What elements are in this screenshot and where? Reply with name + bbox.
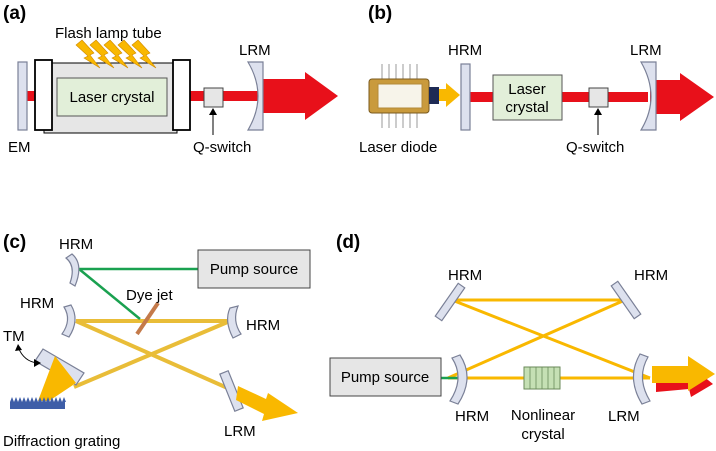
- output-arrow: [650, 73, 714, 121]
- dye-jet-label: Dye jet: [126, 287, 174, 304]
- hrm-left-label: HRM: [20, 295, 54, 312]
- laser-diode-label: Laser diode: [359, 139, 437, 156]
- q-switch-label: Q-switch: [566, 139, 624, 156]
- lrm-label: LRM: [608, 408, 640, 425]
- crystal-stripes: [529, 367, 555, 389]
- high-reflectance-mirror-top: [64, 253, 80, 287]
- panel-b-label: (b): [368, 3, 392, 24]
- diode-output-arrow: [439, 83, 460, 107]
- laser-crystal-label: Laser crystal: [69, 89, 154, 106]
- pump-source-label: Pump source: [210, 261, 298, 278]
- high-reflectance-mirror: [460, 63, 471, 131]
- panel-c: (c) Pump source HRM HRM HRM Dye jet: [3, 232, 311, 450]
- output-arrow-yellow: [652, 356, 715, 391]
- low-reflectance-mirror: [219, 369, 244, 413]
- panel-d: (d) Pump source HRM HRM HRM: [329, 232, 715, 443]
- laser-crystal-label-1: Laser: [508, 81, 546, 98]
- hrm-bottom-left-label: HRM: [455, 408, 489, 425]
- high-reflectance-mirror-top-left: [434, 282, 466, 322]
- rotation-arrowhead-icon: [15, 344, 22, 351]
- q-switch-pointer-head: [594, 108, 602, 115]
- laser-crystal: [56, 77, 168, 117]
- ring-beam-path: [73, 319, 233, 392]
- laser-diode: [368, 64, 439, 128]
- q-switch: [203, 87, 224, 108]
- panel-d-label: (d): [336, 232, 360, 253]
- rotation-arrowhead-icon: [34, 359, 41, 367]
- flash-lamp-bolts: [75, 39, 157, 69]
- chamber-end-left: [34, 59, 53, 131]
- ring-beam-path: [447, 298, 651, 380]
- pump-source: [329, 357, 442, 397]
- lrm-label: LRM: [239, 42, 271, 59]
- hrm-top-right-label: HRM: [634, 267, 668, 284]
- high-reflectance-mirror-bottom-left: [449, 354, 468, 405]
- laser-crystal: [492, 74, 563, 121]
- lrm-label: LRM: [224, 423, 256, 440]
- high-reflectance-mirror-top-right: [610, 280, 642, 320]
- q-switch-label: Q-switch: [193, 139, 251, 156]
- panel-c-label: (c): [3, 232, 26, 253]
- hrm-label: HRM: [448, 42, 482, 59]
- low-reflectance-mirror: [632, 353, 651, 405]
- q-switch-pointer-head: [209, 108, 217, 115]
- em-label: EM: [8, 139, 31, 156]
- panel-a-label: (a): [3, 3, 26, 24]
- pump-source-label: Pump source: [341, 369, 429, 386]
- nonlinear-crystal-label-2: crystal: [521, 426, 564, 443]
- q-switch: [588, 87, 609, 108]
- hrm-top-left-label: HRM: [448, 267, 482, 284]
- low-reflectance-mirror: [639, 61, 657, 131]
- panel-b: (b) Laser diode HRM Laser crystal: [359, 3, 714, 156]
- laser-crystal-label-2: crystal: [505, 99, 548, 116]
- high-reflectance-mirror-right: [227, 305, 242, 339]
- panel-a: (a) Flash lamp tube Laser crystal Q-swit…: [3, 3, 338, 156]
- chamber-end-right: [172, 59, 191, 131]
- high-reflectance-mirror-left: [61, 304, 76, 338]
- lrm-label: LRM: [630, 42, 662, 59]
- diffracted-beam: [38, 356, 76, 401]
- nonlinear-crystal-label-1: Nonlinear: [511, 407, 575, 424]
- flash-lamp-label: Flash lamp tube: [55, 25, 162, 42]
- output-arrow: [236, 386, 298, 421]
- low-reflectance-mirror: [246, 61, 264, 131]
- tm-label: TM: [3, 328, 25, 345]
- pump-beam: [78, 267, 198, 320]
- dye-jet: [135, 301, 160, 336]
- diffraction-grating-label: Diffraction grating: [3, 433, 120, 450]
- hrm-right-label: HRM: [246, 317, 280, 334]
- hrm-top-label: HRM: [59, 236, 93, 253]
- end-mirror: [17, 61, 28, 131]
- output-arrow: [262, 72, 338, 120]
- diffraction-grating: [10, 397, 66, 409]
- pump-source: [197, 249, 311, 289]
